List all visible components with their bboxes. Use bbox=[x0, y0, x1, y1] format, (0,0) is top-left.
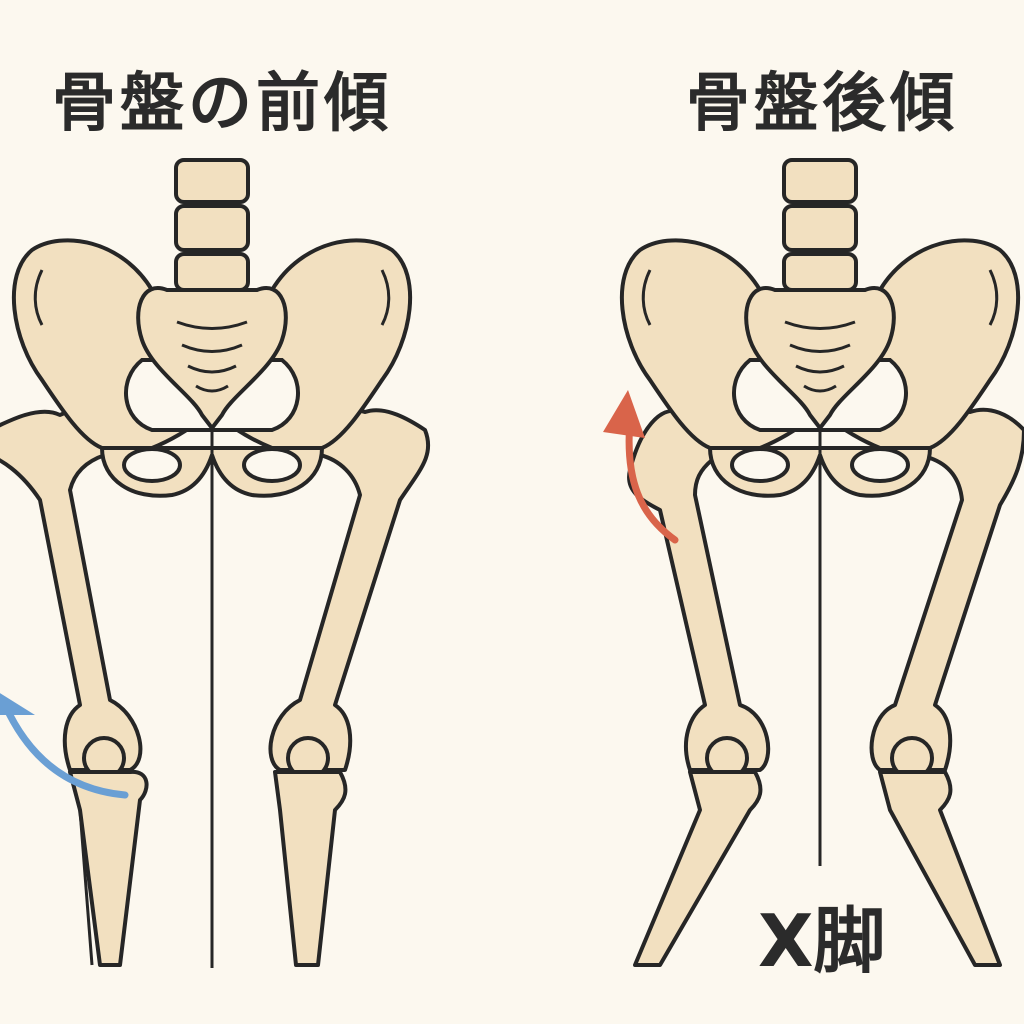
right-skeleton bbox=[603, 158, 1024, 967]
right-arrow-head-icon bbox=[603, 390, 645, 438]
left-skeleton bbox=[0, 158, 431, 968]
right-femur-right bbox=[869, 407, 1024, 967]
right-femur-left bbox=[627, 408, 771, 967]
posterior-tilt-title: 骨盤後傾 bbox=[686, 67, 958, 141]
left-femur-left bbox=[0, 409, 149, 967]
left-femur-right bbox=[268, 408, 431, 967]
left-arrow-head-icon bbox=[0, 693, 35, 715]
knock-knee-label: X脚 bbox=[758, 899, 886, 983]
right-rotation-arrow bbox=[625, 416, 679, 544]
anterior-tilt-title: 骨盤の前傾 bbox=[52, 67, 392, 141]
left-rotation-arrow bbox=[1, 701, 129, 799]
